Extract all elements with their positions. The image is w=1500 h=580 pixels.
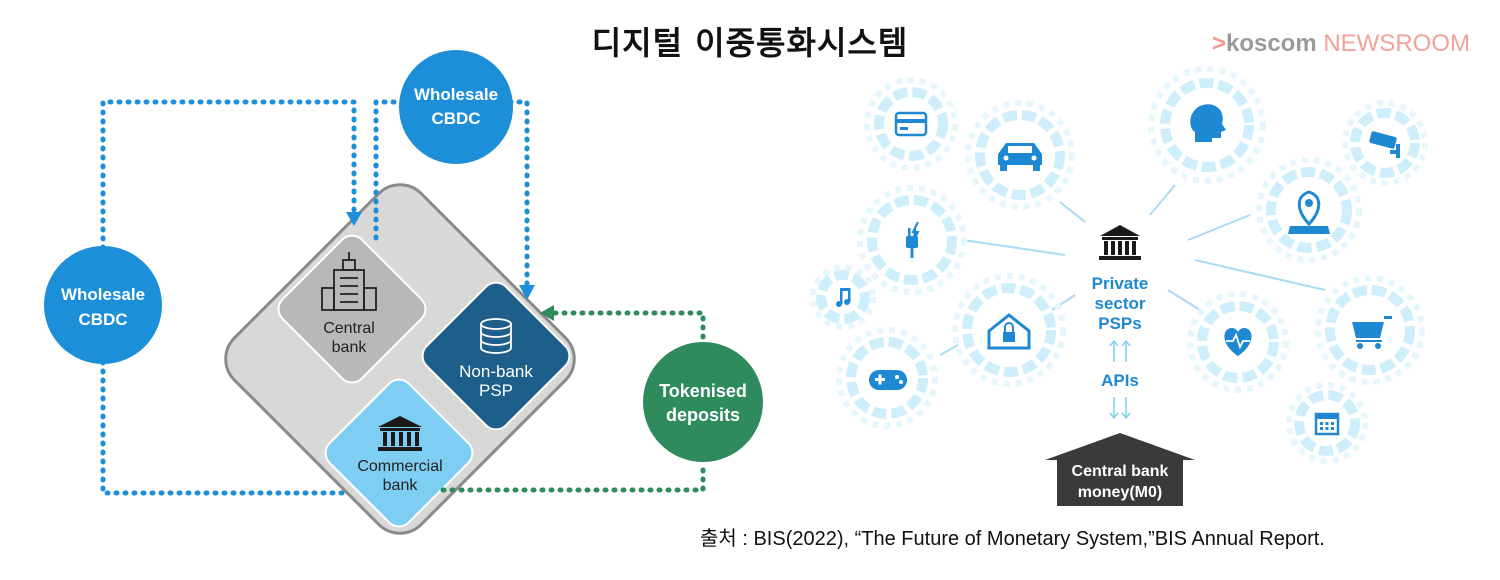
heart-icon (1224, 328, 1252, 356)
apis-label: APIs (1101, 371, 1139, 390)
nonbank-psp-line2: PSP (479, 381, 513, 400)
icon-halos (816, 78, 1420, 456)
building-icon (321, 252, 377, 311)
tokenised-line1: Tokenised (659, 381, 747, 401)
home-lock-icon (987, 313, 1031, 350)
arrow-to-nonbank-green (540, 305, 554, 321)
page-title: 디지털 이중통화시스템 (591, 24, 909, 62)
brand-logo: >koscom NEWSROOM (1212, 30, 1470, 58)
brand-arrow: > (1211, 30, 1226, 57)
arrow-to-nonbank (519, 285, 535, 300)
tokenised-line2: deposits (666, 405, 740, 425)
credit-card-icon (894, 111, 928, 137)
database-icon (480, 318, 512, 354)
central-money-line2: money(M0) (1078, 484, 1162, 501)
wholesale-left-line1: Wholesale (61, 285, 145, 304)
camera-icon (1369, 131, 1400, 158)
commercial-bank-line1: Commercial (357, 458, 442, 475)
wholesale-left-line2: CBDC (78, 310, 127, 329)
brand-suffix: NEWSROOM (1316, 30, 1470, 57)
central-bank-line1: Central (323, 320, 375, 337)
private-psps-line1: Private (1092, 274, 1149, 293)
green-dotted-links (437, 310, 706, 493)
network-spokes (939, 184, 1326, 356)
private-sector-bank-icon (1099, 225, 1141, 260)
private-psps-line2: sector (1094, 294, 1145, 313)
commercial-bank-line2: bank (383, 477, 419, 494)
nonbank-psp-line1: Non-bank (459, 362, 533, 381)
calendar-icon (1314, 412, 1340, 436)
head-icon (1190, 104, 1226, 142)
api-arrows-upper (1109, 339, 1131, 362)
bank-icon (378, 416, 422, 451)
api-arrows-lower (1109, 397, 1131, 420)
central-bank-house (1045, 433, 1195, 506)
tokenised-deposits-circle (643, 342, 763, 462)
plug-icon (906, 221, 920, 258)
wholesale-cbdc-left-circle (44, 246, 162, 364)
commercial-bank-diamond (324, 378, 474, 528)
location-pin-icon (1288, 190, 1330, 234)
car-icon (998, 143, 1042, 171)
icon-halos-outer (810, 66, 1428, 464)
cart-icon (1352, 316, 1392, 349)
private-psps-line3: PSPs (1098, 314, 1141, 333)
blue-dotted-links (100, 99, 530, 496)
source-caption: 출처 : BIS(2022), “The Future of Monetary … (700, 528, 1325, 550)
wholesale-cbdc-top-circle (399, 50, 513, 164)
wholesale-top-line1: Wholesale (414, 85, 498, 104)
music-icon (836, 288, 851, 307)
gamepad-icon (869, 370, 907, 390)
central-bank-line2: bank (332, 339, 368, 356)
central-bank-diamond (277, 234, 427, 384)
wholesale-top-line2: CBDC (431, 109, 480, 128)
arrow-to-central-bank (346, 212, 362, 226)
nonbank-psp-diamond (421, 281, 571, 431)
central-money-line1: Central bank (1072, 463, 1169, 480)
brand-name: koscom (1225, 30, 1317, 57)
